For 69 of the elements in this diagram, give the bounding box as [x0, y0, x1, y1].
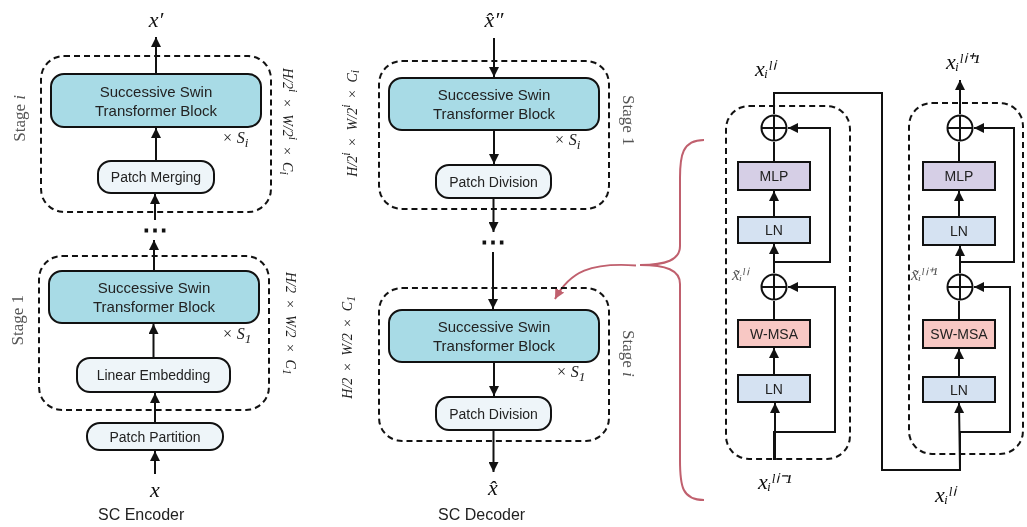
- caption-label: SC Encoder: [98, 506, 185, 524]
- arrow: [773, 282, 836, 461]
- transformer-block: Successive Swin Transformer Block: [50, 73, 262, 128]
- arrow: [773, 92, 1011, 471]
- arrow: [489, 362, 499, 397]
- arrow: [151, 36, 161, 74]
- process-box: LN: [737, 374, 811, 403]
- process-box: LN: [922, 376, 996, 403]
- process-box: MLP: [922, 161, 996, 191]
- process-box: LN: [737, 216, 811, 244]
- process-box: Patch Division: [435, 164, 552, 199]
- arrow: [955, 79, 965, 115]
- arrow: [488, 251, 498, 310]
- process-box: MLP: [737, 161, 811, 191]
- arrow: [488, 430, 499, 473]
- process-box: Patch Merging: [97, 160, 215, 194]
- signal-label: xᵢˡⁱ⁻¹: [740, 460, 810, 500]
- signal-label: xᵢˡⁱ: [935, 481, 956, 508]
- process-box: Patch Partition: [86, 422, 224, 451]
- block-container: [908, 102, 1024, 455]
- arrow: [150, 450, 160, 475]
- signal-label: x̂″: [472, 2, 516, 38]
- process-box: SW-MSA: [922, 319, 996, 349]
- ellipsis: ⋯: [476, 232, 510, 252]
- arrow: [150, 392, 160, 423]
- arrow: [489, 37, 499, 78]
- block-container: [725, 105, 851, 460]
- signal-label: x: [140, 474, 170, 506]
- arrow: [954, 348, 964, 377]
- arrow: [148, 323, 159, 358]
- stage-label: Stage i: [10, 95, 30, 142]
- arrow: [769, 347, 779, 375]
- ellipsis: ⋯: [138, 220, 172, 240]
- stage-label: Stage 1: [8, 295, 28, 346]
- process-box: Patch Division: [435, 396, 552, 431]
- caption-label: SC Decoder: [438, 506, 526, 524]
- connector-line: [958, 141, 960, 162]
- transformer-block: Successive Swin Transformer Block: [388, 309, 600, 363]
- connector-line: [958, 300, 960, 320]
- connector-line: [773, 300, 775, 320]
- signal-label: xᵢˡⁱ⁺¹: [928, 40, 998, 80]
- stage-label: Stage 1: [618, 95, 638, 146]
- signal-label: x̃ᵢˡⁱ⁺¹: [911, 264, 938, 285]
- connector-line: [773, 141, 775, 162]
- arrow: [959, 123, 1015, 274]
- arrow: [554, 263, 637, 300]
- arrow: [489, 130, 499, 165]
- arrow: [150, 193, 160, 221]
- process-box: LN: [922, 216, 996, 246]
- repeat-label: × S$_{i}$: [222, 129, 249, 152]
- arrow: [773, 123, 831, 274]
- signal-label: xᵢˡⁱ: [755, 55, 776, 82]
- arrow: [151, 127, 161, 161]
- stage-label: Stage i: [618, 330, 638, 377]
- transformer-block: Successive Swin Transformer Block: [388, 77, 600, 131]
- arrow: [769, 190, 779, 217]
- repeat-label: × S$_{1}$: [556, 363, 586, 386]
- signal-label: x̂: [478, 472, 508, 504]
- repeat-label: × S$_{i}$: [554, 131, 581, 154]
- repeat-label: × S$_{1}$: [222, 325, 252, 348]
- arrow: [488, 198, 499, 233]
- arrow: [954, 190, 964, 217]
- signal-label: x′: [140, 3, 172, 37]
- process-box: W-MSA: [737, 319, 811, 348]
- arrow: [770, 402, 780, 461]
- arrow: [149, 239, 159, 271]
- signal-label: x̃ᵢˡⁱ: [732, 264, 748, 285]
- transformer-block: Successive Swin Transformer Block: [48, 270, 260, 324]
- process-box: Linear Embedding: [76, 357, 231, 393]
